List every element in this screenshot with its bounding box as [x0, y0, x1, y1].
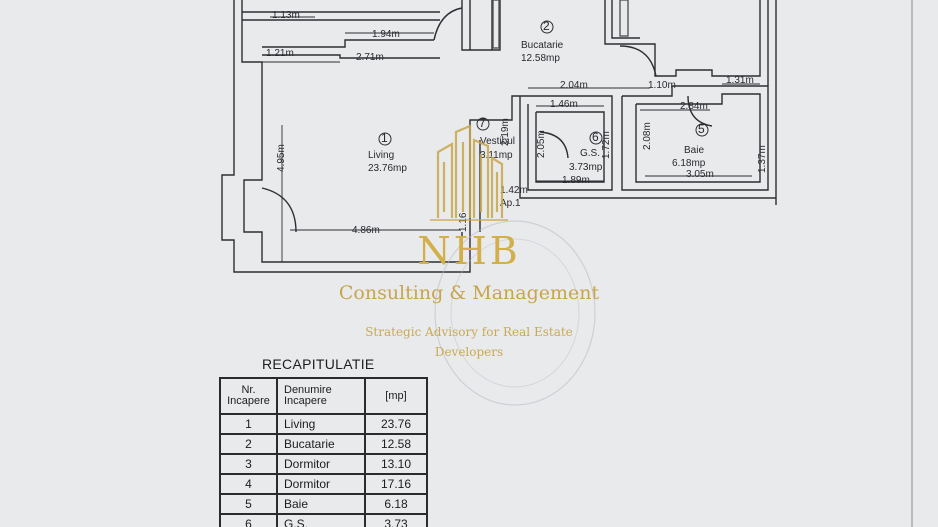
- table-row: 2 Bucatarie 12.58: [219, 433, 428, 455]
- cell-area: 3.73: [364, 513, 428, 527]
- room-name: Living: [368, 150, 395, 161]
- room-number: 2: [543, 19, 550, 33]
- living-inner-wall: [241, 0, 463, 263]
- room-area: 12.58mp: [521, 53, 560, 64]
- cell-nr: 1: [219, 413, 278, 435]
- cell-area: 13.10: [364, 453, 428, 475]
- dim-label: 2.08m: [642, 122, 653, 150]
- dim-label: 1.13m: [272, 10, 300, 21]
- living-top-inner: [262, 54, 440, 59]
- dim-label: 2.71m: [356, 52, 384, 63]
- room-name: Baie: [684, 145, 705, 156]
- recap-header-row: Nr. Incapere Denumire Incapere [mp]: [219, 377, 428, 415]
- dim-label: 1.31m: [726, 75, 754, 86]
- cell-name: Bucatarie: [276, 433, 366, 455]
- dim-label: 2.05m: [536, 130, 547, 158]
- dim-label: 1.21m: [266, 48, 294, 59]
- living-outer-wall: [221, 0, 471, 273]
- room-number: 5: [698, 122, 705, 136]
- recap-title: RECAPITULATIE: [262, 356, 375, 372]
- room-name: Vestibul: [480, 136, 516, 147]
- table-row: 6 G.S. 3.73: [219, 513, 428, 527]
- cell-name: Dormitor: [276, 453, 366, 475]
- stamp: [434, 220, 596, 406]
- building-logo-icon: [430, 124, 508, 221]
- header-area: [mp]: [364, 377, 428, 415]
- dimension-lines: [262, 16, 760, 262]
- cell-area: 17.16: [364, 473, 428, 495]
- cell-name: Dormitor: [276, 473, 366, 495]
- door-arc: [687, 95, 713, 127]
- cell-area: 23.76: [364, 413, 428, 435]
- dim-label: 1.10m: [648, 80, 676, 91]
- cell-area: 12.58: [364, 433, 428, 455]
- cell-name: Living: [276, 413, 366, 435]
- baie-wall: [621, 85, 769, 191]
- cell-nr: 3: [219, 453, 278, 475]
- room-area: 3.11mp: [480, 150, 513, 161]
- cell-nr: 5: [219, 493, 278, 515]
- apartment-label: Ap.1: [500, 198, 521, 209]
- cell-area: 6.18: [364, 493, 428, 515]
- room-number-circles: [378, 20, 709, 146]
- watermark-tagline: Strategic Advisory for Real Estate Devel…: [365, 325, 573, 359]
- bath-outer-wall: [519, 96, 776, 199]
- cell-name: G.S.: [276, 513, 366, 527]
- cell-nr: 6: [219, 513, 278, 527]
- recap-table: Nr. Incapere Denumire Incapere [mp] 1 Li…: [219, 377, 428, 527]
- dim-label: 4.95m: [276, 144, 287, 172]
- walls: [221, 0, 777, 273]
- room-number: 7: [479, 116, 486, 130]
- dim-label: 2.04m: [560, 80, 588, 91]
- cell-nr: 2: [219, 433, 278, 455]
- dim-label: 1.42m: [500, 185, 528, 196]
- gs-wall: [527, 95, 613, 191]
- table-row: 4 Dormitor 17.16: [219, 473, 428, 495]
- dim-label: 1.89m: [562, 175, 590, 186]
- living-top-wall: [262, 39, 434, 48]
- room-area: 23.76mp: [368, 163, 407, 174]
- cell-name: Baie: [276, 493, 366, 515]
- dim-label: 4.86m: [352, 225, 380, 236]
- cell-nr: 4: [219, 473, 278, 495]
- dim-label: 1.94m: [372, 29, 400, 40]
- kitchen-right-wall: [604, 0, 761, 77]
- door-arc: [433, 7, 463, 41]
- watermark-subtitle: Consulting & Management: [338, 282, 600, 304]
- header-nr: Nr. Incapere: [219, 377, 278, 415]
- room-name: Bucatarie: [521, 40, 564, 51]
- header-name: Denumire Incapere: [276, 377, 366, 415]
- dim-label: 2.84m: [680, 101, 708, 112]
- dim-label: 1.72m: [601, 131, 612, 159]
- room-area: 6.18mp: [672, 158, 706, 169]
- door-arc: [261, 187, 297, 233]
- table-row: 5 Baie 6.18: [219, 493, 428, 515]
- watermark-brand: NHB: [417, 229, 521, 273]
- dim-label: 3.05m: [686, 169, 714, 180]
- door-arc: [619, 45, 657, 77]
- dim-label: 1.37m: [757, 145, 768, 173]
- room-number: 6: [592, 130, 599, 144]
- table-row: 3 Dormitor 13.10: [219, 453, 428, 475]
- room-area: 3.73mp: [569, 162, 603, 173]
- kitchen-wall: [461, 0, 471, 51]
- door-arc: [539, 131, 569, 159]
- room-number: 1: [381, 131, 388, 145]
- table-row: 1 Living 23.76: [219, 413, 428, 435]
- room-name: G.S.: [580, 148, 601, 159]
- dim-label: 1.46m: [550, 99, 578, 110]
